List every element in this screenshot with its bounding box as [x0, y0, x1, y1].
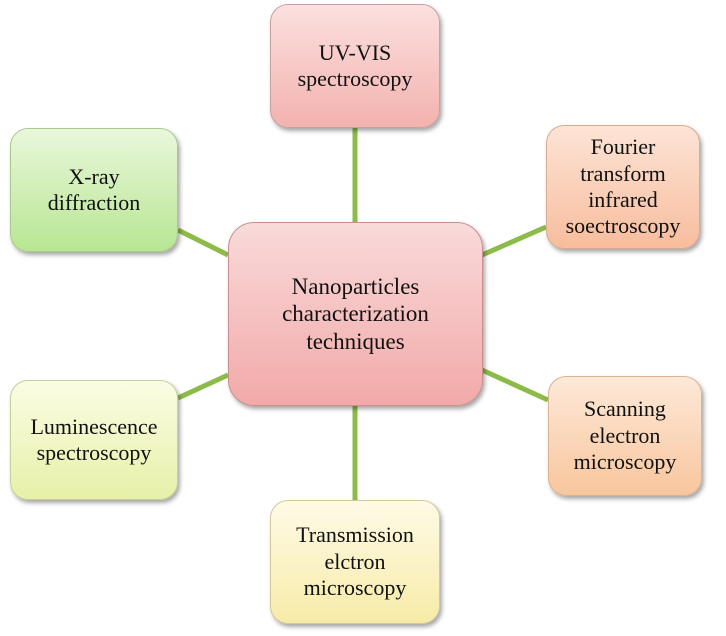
- sem-line-3: microscopy: [573, 449, 677, 475]
- sem-line-1: Scanning: [584, 396, 666, 422]
- connector-luminescence: [176, 372, 230, 401]
- connector-xrd: [176, 227, 230, 258]
- ftir-line-2: transform: [580, 160, 666, 186]
- node-luminescence: Luminescence spectroscopy: [10, 380, 178, 500]
- connector-ftir: [480, 224, 548, 258]
- xrd-line-1: X-ray: [68, 163, 120, 189]
- xrd-line-2: diffraction: [47, 190, 141, 215]
- ftir-line-4: soectroscopy: [565, 213, 681, 239]
- ftir-line-1: Fourier: [590, 134, 656, 160]
- tem-line-1: Transmission: [296, 522, 414, 548]
- tem-line-3: microscopy: [303, 575, 407, 601]
- luminescence-line-1: Luminescence: [30, 413, 158, 439]
- node-tem: Transmission elctron microscopy: [270, 500, 440, 624]
- node-uv-vis: UV-VIS spectroscopy: [270, 4, 440, 128]
- connector-sem: [480, 367, 550, 403]
- node-ftir: Fourier transform infrared soectroscopy: [546, 125, 700, 249]
- center-node: Nanoparticles characterization technique…: [228, 222, 483, 406]
- node-sem: Scanning electron microscopy: [548, 376, 702, 496]
- center-line-3: techniques: [306, 328, 405, 354]
- sem-line-2: electron: [589, 422, 661, 448]
- node-xrd: X-ray diffraction: [10, 128, 178, 252]
- uv-vis-line-1: UV-VIS: [318, 39, 392, 65]
- center-line-2: characterization: [282, 301, 429, 327]
- center-line-1: Nanoparticles: [291, 273, 420, 299]
- tem-line-2: elctron: [324, 548, 386, 574]
- uv-vis-line-2: spectroscopy: [297, 66, 413, 91]
- ftir-line-3: infrared: [588, 187, 658, 212]
- luminescence-line-2: spectroscopy: [36, 440, 152, 465]
